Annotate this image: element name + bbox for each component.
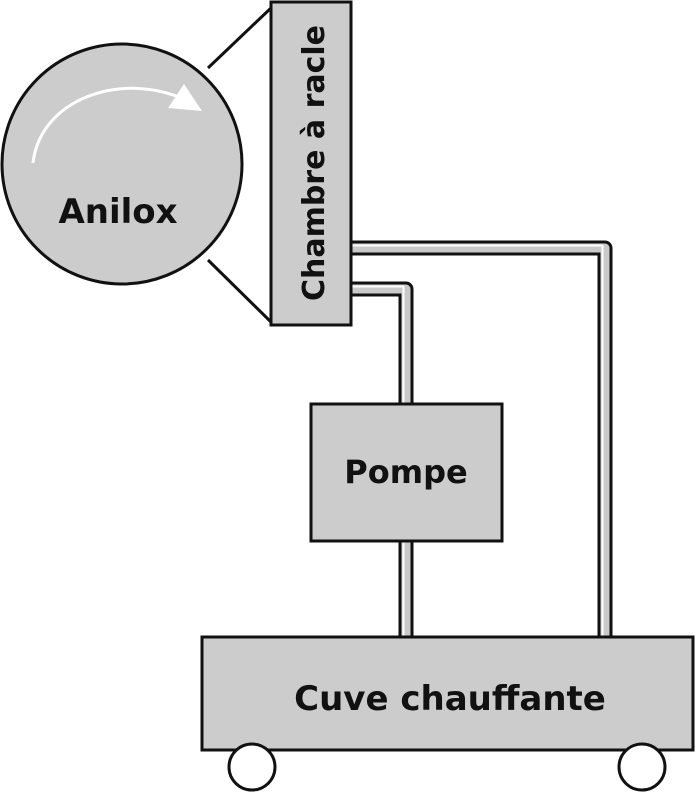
- chamber-label: Chambre à racle: [297, 25, 332, 301]
- rotation-arrowhead-icon: [168, 84, 202, 111]
- return-pipe: [352, 240, 613, 637]
- tangent-line-top: [206, 6, 273, 70]
- heated-tank: [200, 635, 695, 752]
- pump-box: [309, 402, 504, 543]
- doctor-blade-chamber: [269, 0, 353, 327]
- supply-pipe-upper: [352, 281, 414, 404]
- supply-pipe-lower: [398, 540, 414, 637]
- tank-label: Cuve chauffante: [294, 679, 606, 719]
- rotation-arrow-icon: [31, 86, 187, 164]
- anilox-roller: [0, 42, 244, 286]
- tank-wheel-left: [227, 742, 277, 792]
- pump-label: Pompe: [344, 453, 467, 491]
- anilox-label: Anilox: [58, 192, 177, 232]
- tank-wheel-right: [617, 742, 667, 792]
- tangent-line-bottom: [206, 258, 273, 324]
